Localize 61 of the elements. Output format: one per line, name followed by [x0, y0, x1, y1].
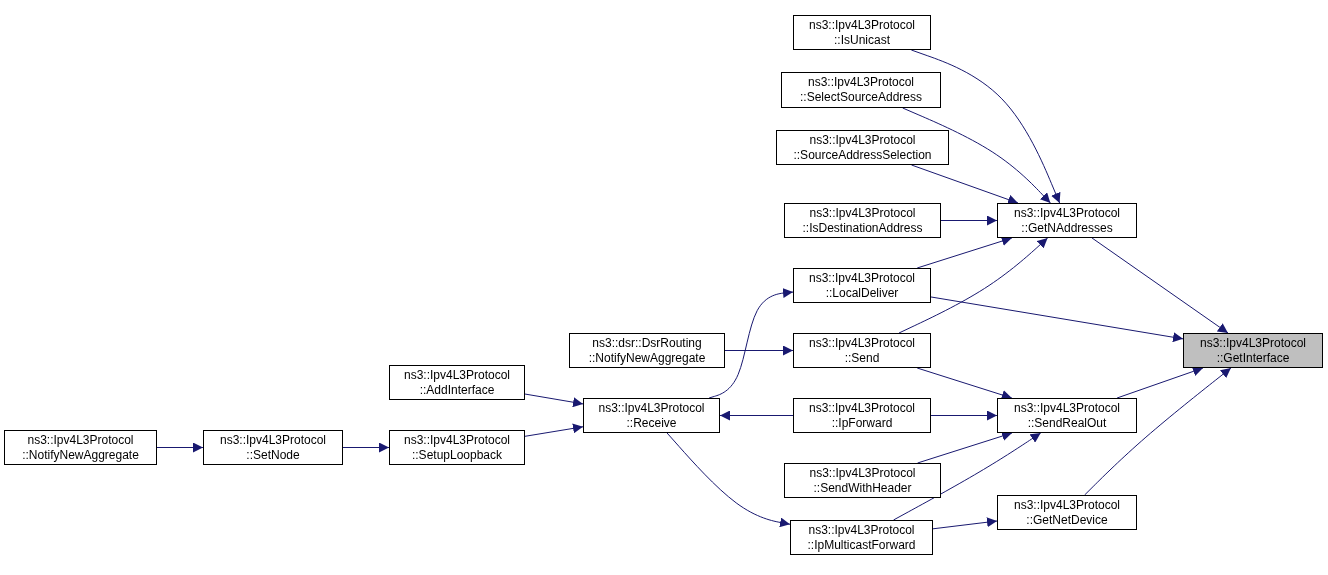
- function-name: ns3::Ipv4L3Protocol ::IsDestinationAddress: [801, 205, 924, 236]
- arrow: [893, 432, 1042, 521]
- function-box: [997, 398, 1137, 433]
- arrow: [916, 367, 1013, 400]
- function-name: ns3::dsr::DsrRouting ::NotifyNewAggregate: [587, 335, 707, 366]
- arrow: [910, 49, 1061, 204]
- function-box: [793, 268, 931, 303]
- arrow: [1091, 237, 1229, 334]
- function-name: ns3::Ipv4L3Protocol ::SetNode: [218, 432, 328, 463]
- function-box: [793, 15, 931, 50]
- function-box: [784, 203, 941, 238]
- arrow: [342, 442, 390, 453]
- function-box: [997, 203, 1137, 238]
- function-name: ns3::Ipv4L3Protocol ::NotifyNewAggregate: [21, 432, 140, 463]
- arrow: [932, 517, 998, 530]
- function-box: [997, 495, 1137, 530]
- function-name: ns3::Ipv4L3Protocol ::IpMulticastForward: [806, 522, 917, 553]
- function-name: ns3::Ipv4L3Protocol ::SelectSourceAddress: [798, 75, 924, 105]
- function-name: ns3::Ipv4L3Protocol ::AddInterface: [402, 367, 512, 398]
- function-box: [203, 430, 343, 465]
- function-box: [790, 520, 933, 555]
- function-name: ns3::Ipv4L3Protocol ::GetNetDevice: [1012, 497, 1122, 528]
- arrow: [708, 288, 794, 399]
- arrow: [898, 237, 1049, 334]
- arrow: [930, 410, 998, 421]
- function-name: ns3::Ipv4L3Protocol ::Receive: [597, 400, 706, 431]
- function-box: [1183, 333, 1323, 368]
- function-box: [389, 365, 525, 400]
- function-box: [793, 398, 931, 433]
- function-name: ns3::Ipv4L3Protocol ::Send: [807, 335, 917, 366]
- function-name: ns3::Ipv4L3Protocol ::SendWithHeader: [808, 465, 917, 496]
- function-box: [781, 72, 941, 108]
- arrow: [930, 296, 1184, 343]
- function-name: ns3::Ipv4L3Protocol ::SourceAddressSelection: [792, 132, 933, 163]
- arrow: [917, 431, 1013, 464]
- arrow: [902, 107, 1051, 204]
- arrow: [524, 423, 584, 437]
- function-box: [793, 333, 931, 368]
- arrow: [666, 432, 791, 528]
- arrow: [724, 345, 794, 356]
- arrow: [1084, 367, 1232, 496]
- arrow: [524, 393, 584, 408]
- arrow: [719, 410, 794, 421]
- arrow: [156, 442, 204, 453]
- function-box: [583, 398, 720, 433]
- arrow: [940, 215, 998, 226]
- function-name: ns3::Ipv4L3Protocol ::GetInterface: [1198, 335, 1308, 366]
- function-name: ns3::Ipv4L3Protocol ::IsUnicast: [807, 17, 917, 48]
- function-box: [776, 130, 949, 165]
- function-name: ns3::Ipv4L3Protocol ::IpForward: [807, 400, 917, 431]
- function-box: [4, 430, 157, 465]
- arrow: [916, 236, 1013, 269]
- function-name: ns3::Ipv4L3Protocol ::SendRealOut: [1012, 400, 1122, 431]
- function-name: ns3::Ipv4L3Protocol ::GetNAddresses: [1012, 205, 1122, 236]
- function-box: [389, 430, 525, 465]
- function-box: [569, 333, 725, 368]
- function-name: ns3::Ipv4L3Protocol ::LocalDeliver: [807, 270, 917, 301]
- function-name: ns3::Ipv4L3Protocol ::SetupLoopback: [402, 432, 512, 463]
- arrow: [1116, 366, 1204, 399]
- function-box: [784, 463, 941, 498]
- arrow: [911, 164, 1019, 205]
